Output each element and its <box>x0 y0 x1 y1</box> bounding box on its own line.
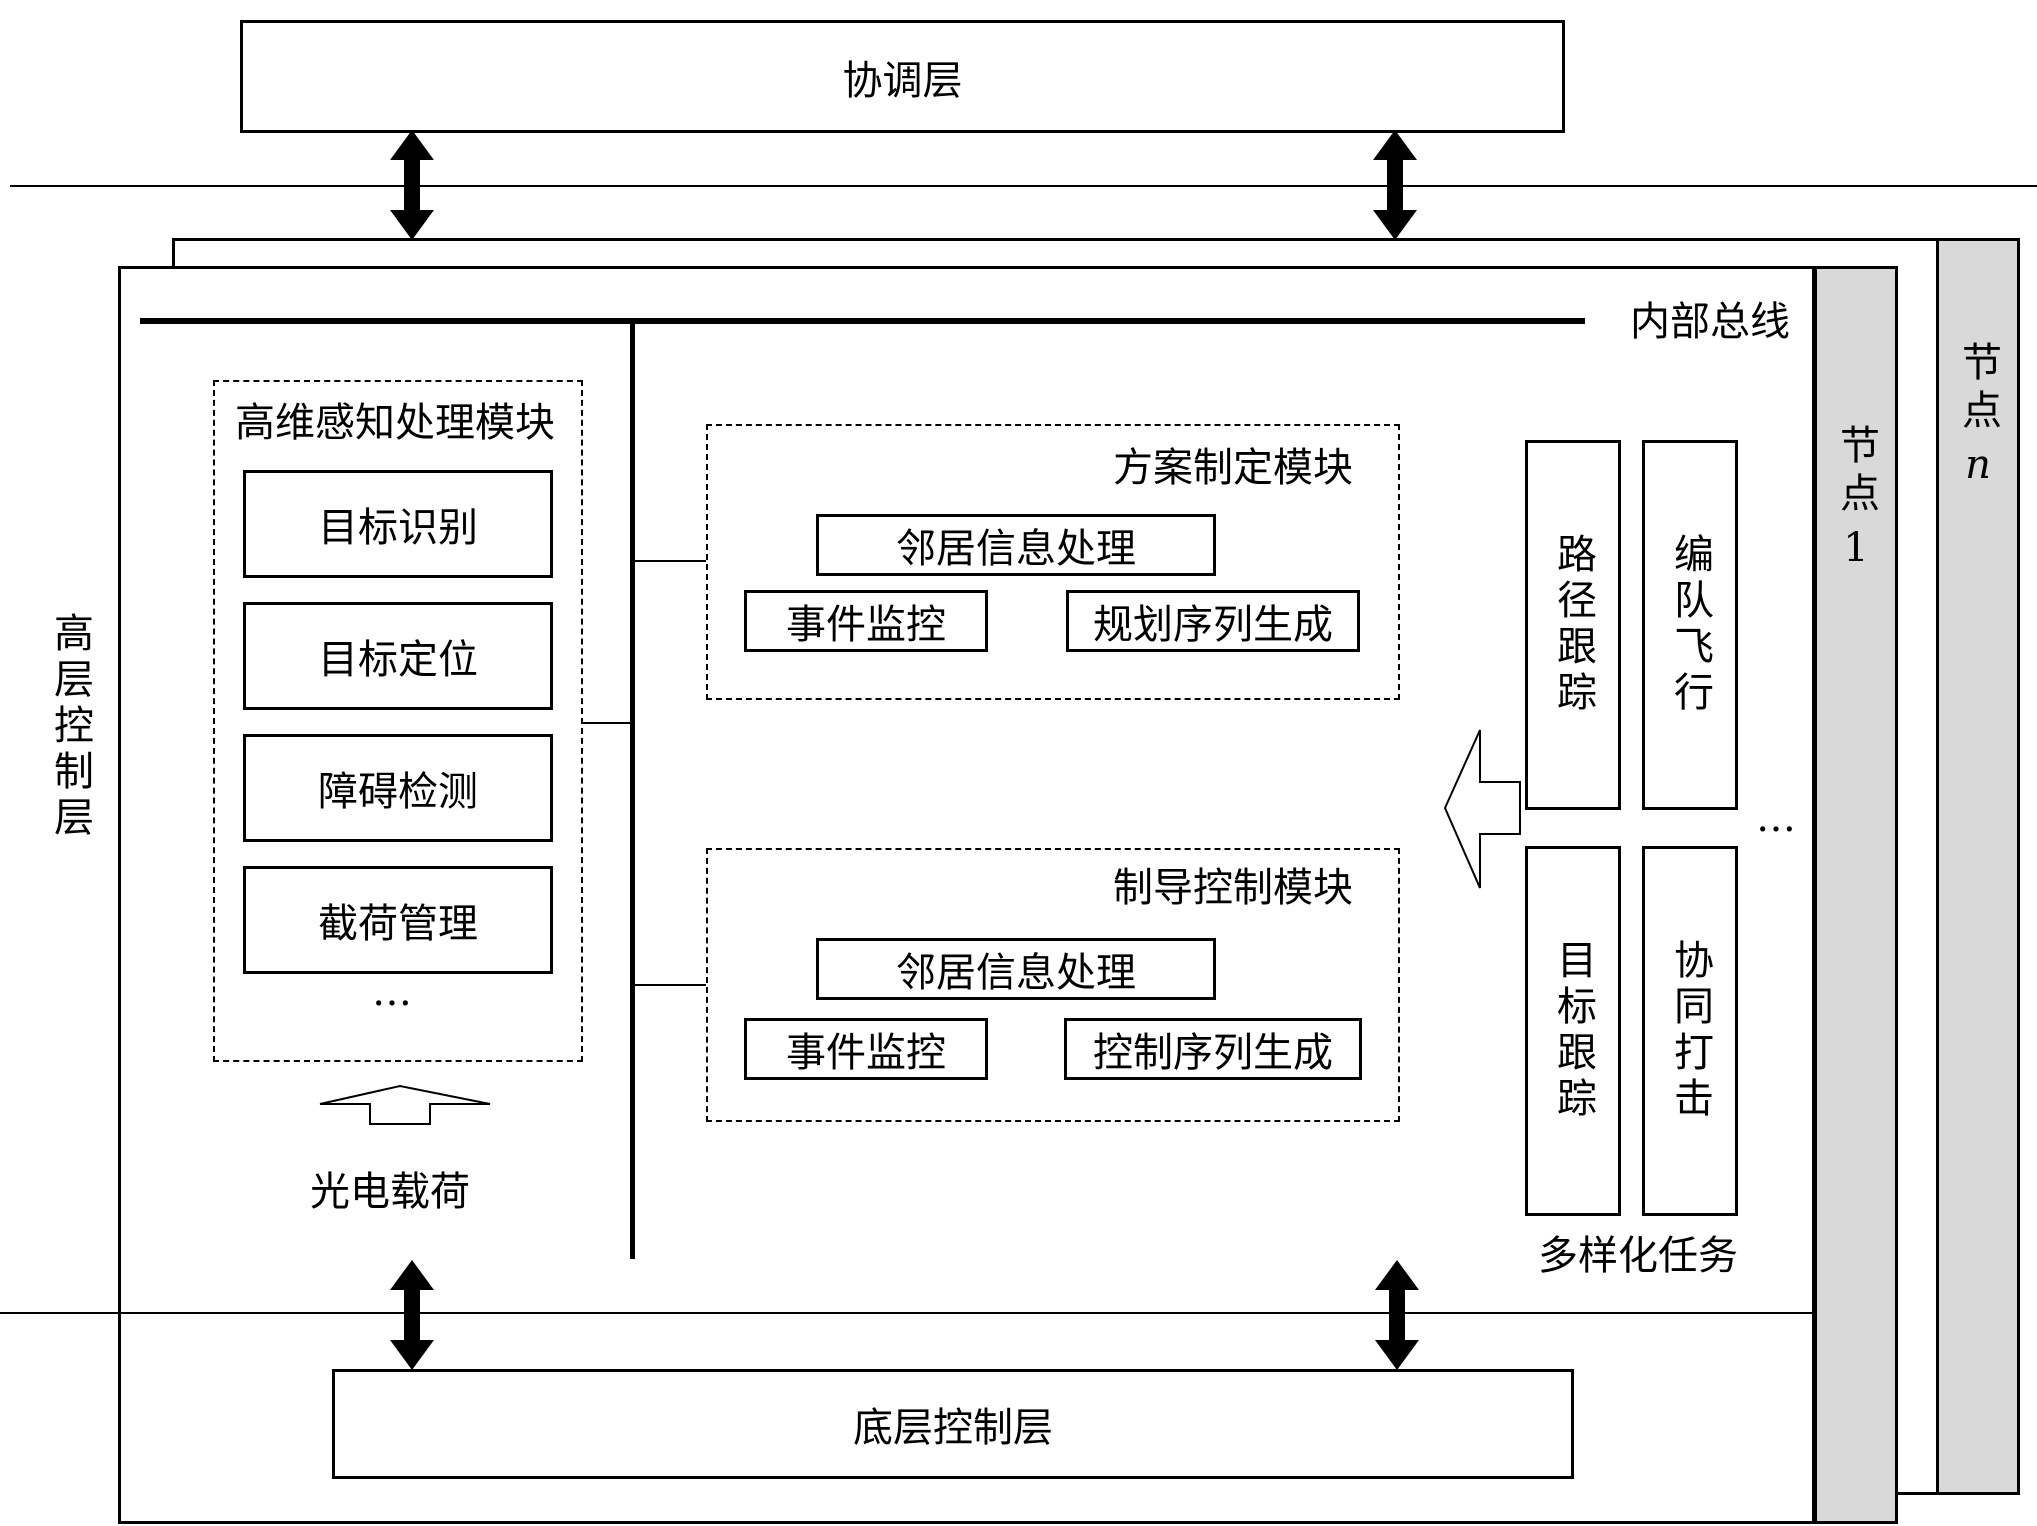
planning-neighbor-label: 邻居信息处理 <box>896 526 1136 572</box>
guidance-sequence-label: 控制序列生成 <box>1093 1030 1333 1076</box>
node-1-number: 1 <box>1843 525 1869 571</box>
perception-item-obstacle-detection: 障碍检测 <box>243 734 553 842</box>
bottom-control-layer-label: 底层控制层 <box>853 1405 1053 1451</box>
guidance-module-title: 制导控制模块 <box>1113 865 1353 911</box>
perception-module-title: 高维感知处理模块 <box>235 400 555 446</box>
planning-connector <box>632 560 706 562</box>
high-layer-label: 高层控制层 <box>47 612 93 842</box>
perception-ellipsis: … <box>372 969 412 1015</box>
task-target-tracking: 目标跟踪 <box>1525 846 1621 1216</box>
separator-top <box>10 185 2037 187</box>
double-arrow-bottom-left <box>390 1260 434 1370</box>
tasks-label: 多样化任务 <box>1538 1233 1738 1279</box>
task-label: 编队飞行 <box>1667 533 1713 717</box>
node-n-label: 节点 <box>1955 341 2001 437</box>
perception-item-payload-management: 截荷管理 <box>243 866 553 974</box>
guidance-module <box>706 848 1400 1122</box>
perception-item-target-localization: 目标定位 <box>243 602 553 710</box>
guidance-neighbor-box: 邻居信息处理 <box>816 938 1216 1000</box>
planning-module <box>706 424 1400 700</box>
task-cooperative-strike: 协同打击 <box>1642 846 1738 1216</box>
planning-event-box: 事件监控 <box>744 590 988 652</box>
guidance-neighbor-label: 邻居信息处理 <box>896 950 1136 996</box>
planning-sequence-label: 规划序列生成 <box>1093 602 1333 648</box>
bottom-control-layer-box: 底层控制层 <box>332 1369 1574 1479</box>
node-n-strip: 节点 n <box>1936 238 2020 1495</box>
node-1-label: 节点 <box>1833 424 1879 520</box>
task-label: 协同打击 <box>1667 939 1713 1123</box>
perception-item-label: 目标识别 <box>318 505 478 551</box>
guidance-event-label: 事件监控 <box>786 1030 946 1076</box>
perception-item-label: 截荷管理 <box>318 901 478 947</box>
vertical-bus-line <box>630 321 635 1259</box>
planning-event-label: 事件监控 <box>786 602 946 648</box>
node-n-number: n <box>1965 442 1991 488</box>
node-1-strip: 节点 1 <box>1814 266 1898 1524</box>
guidance-event-box: 事件监控 <box>744 1018 988 1080</box>
double-arrow-top-right <box>1373 130 1417 240</box>
perception-item-target-recognition: 目标识别 <box>243 470 553 578</box>
payload-up-arrow <box>319 1084 491 1125</box>
coordination-layer-label: 协调层 <box>842 57 963 104</box>
internal-bus-line <box>140 318 1585 324</box>
task-formation-flight: 编队飞行 <box>1642 440 1738 810</box>
internal-bus-label: 内部总线 <box>1630 299 1790 345</box>
perception-item-label: 障碍检测 <box>318 769 478 815</box>
tasks-left-arrow <box>1443 729 1521 889</box>
perception-module <box>213 380 583 1062</box>
guidance-sequence-box: 控制序列生成 <box>1064 1018 1362 1080</box>
double-arrow-bottom-right <box>1375 1260 1419 1370</box>
task-label: 目标跟踪 <box>1550 939 1596 1123</box>
separator-bottom <box>0 1312 1815 1314</box>
tasks-ellipsis: … <box>1756 795 1796 841</box>
planning-module-title: 方案制定模块 <box>1113 445 1353 491</box>
task-path-tracking: 路径跟踪 <box>1525 440 1621 810</box>
task-label: 路径跟踪 <box>1550 533 1596 717</box>
payload-label: 光电载荷 <box>310 1169 470 1215</box>
planning-neighbor-box: 邻居信息处理 <box>816 514 1216 576</box>
planning-sequence-box: 规划序列生成 <box>1066 590 1360 652</box>
coordination-layer-box: 协调层 <box>240 20 1565 133</box>
guidance-connector <box>632 984 706 986</box>
perception-connector <box>583 722 632 724</box>
double-arrow-top-left <box>390 130 434 240</box>
perception-item-label: 目标定位 <box>318 637 478 683</box>
